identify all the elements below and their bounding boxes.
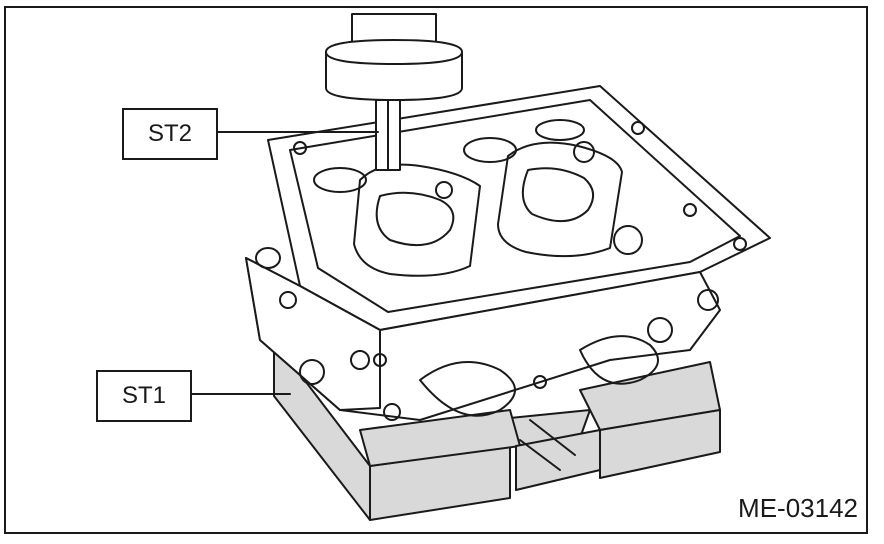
st1-label: ST1: [96, 370, 192, 422]
st2-press-tool: [325, 13, 463, 171]
figure-code: ME-03142: [738, 493, 858, 523]
st2-label: ST2: [122, 108, 218, 160]
